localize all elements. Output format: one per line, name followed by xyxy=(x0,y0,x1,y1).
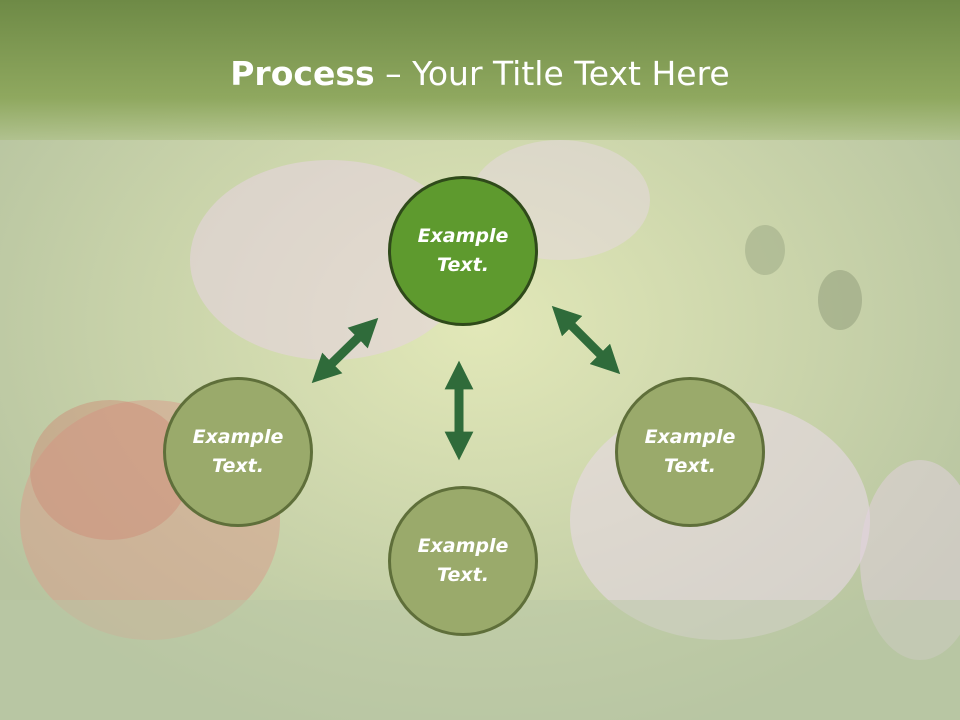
node-bottom[interactable]: Example Text. xyxy=(388,486,538,636)
node-right[interactable]: Example Text. xyxy=(615,377,765,527)
node-top[interactable]: Example Text. xyxy=(388,176,538,326)
arrow-top-left xyxy=(311,317,379,384)
arrow-top-right xyxy=(551,305,621,375)
title-bold: Process xyxy=(230,54,375,93)
title-band xyxy=(0,0,960,140)
page-title: Process – Your Title Text Here xyxy=(0,52,960,96)
node-left[interactable]: Example Text. xyxy=(163,377,313,527)
title-rest: – Your Title Text Here xyxy=(374,54,730,93)
